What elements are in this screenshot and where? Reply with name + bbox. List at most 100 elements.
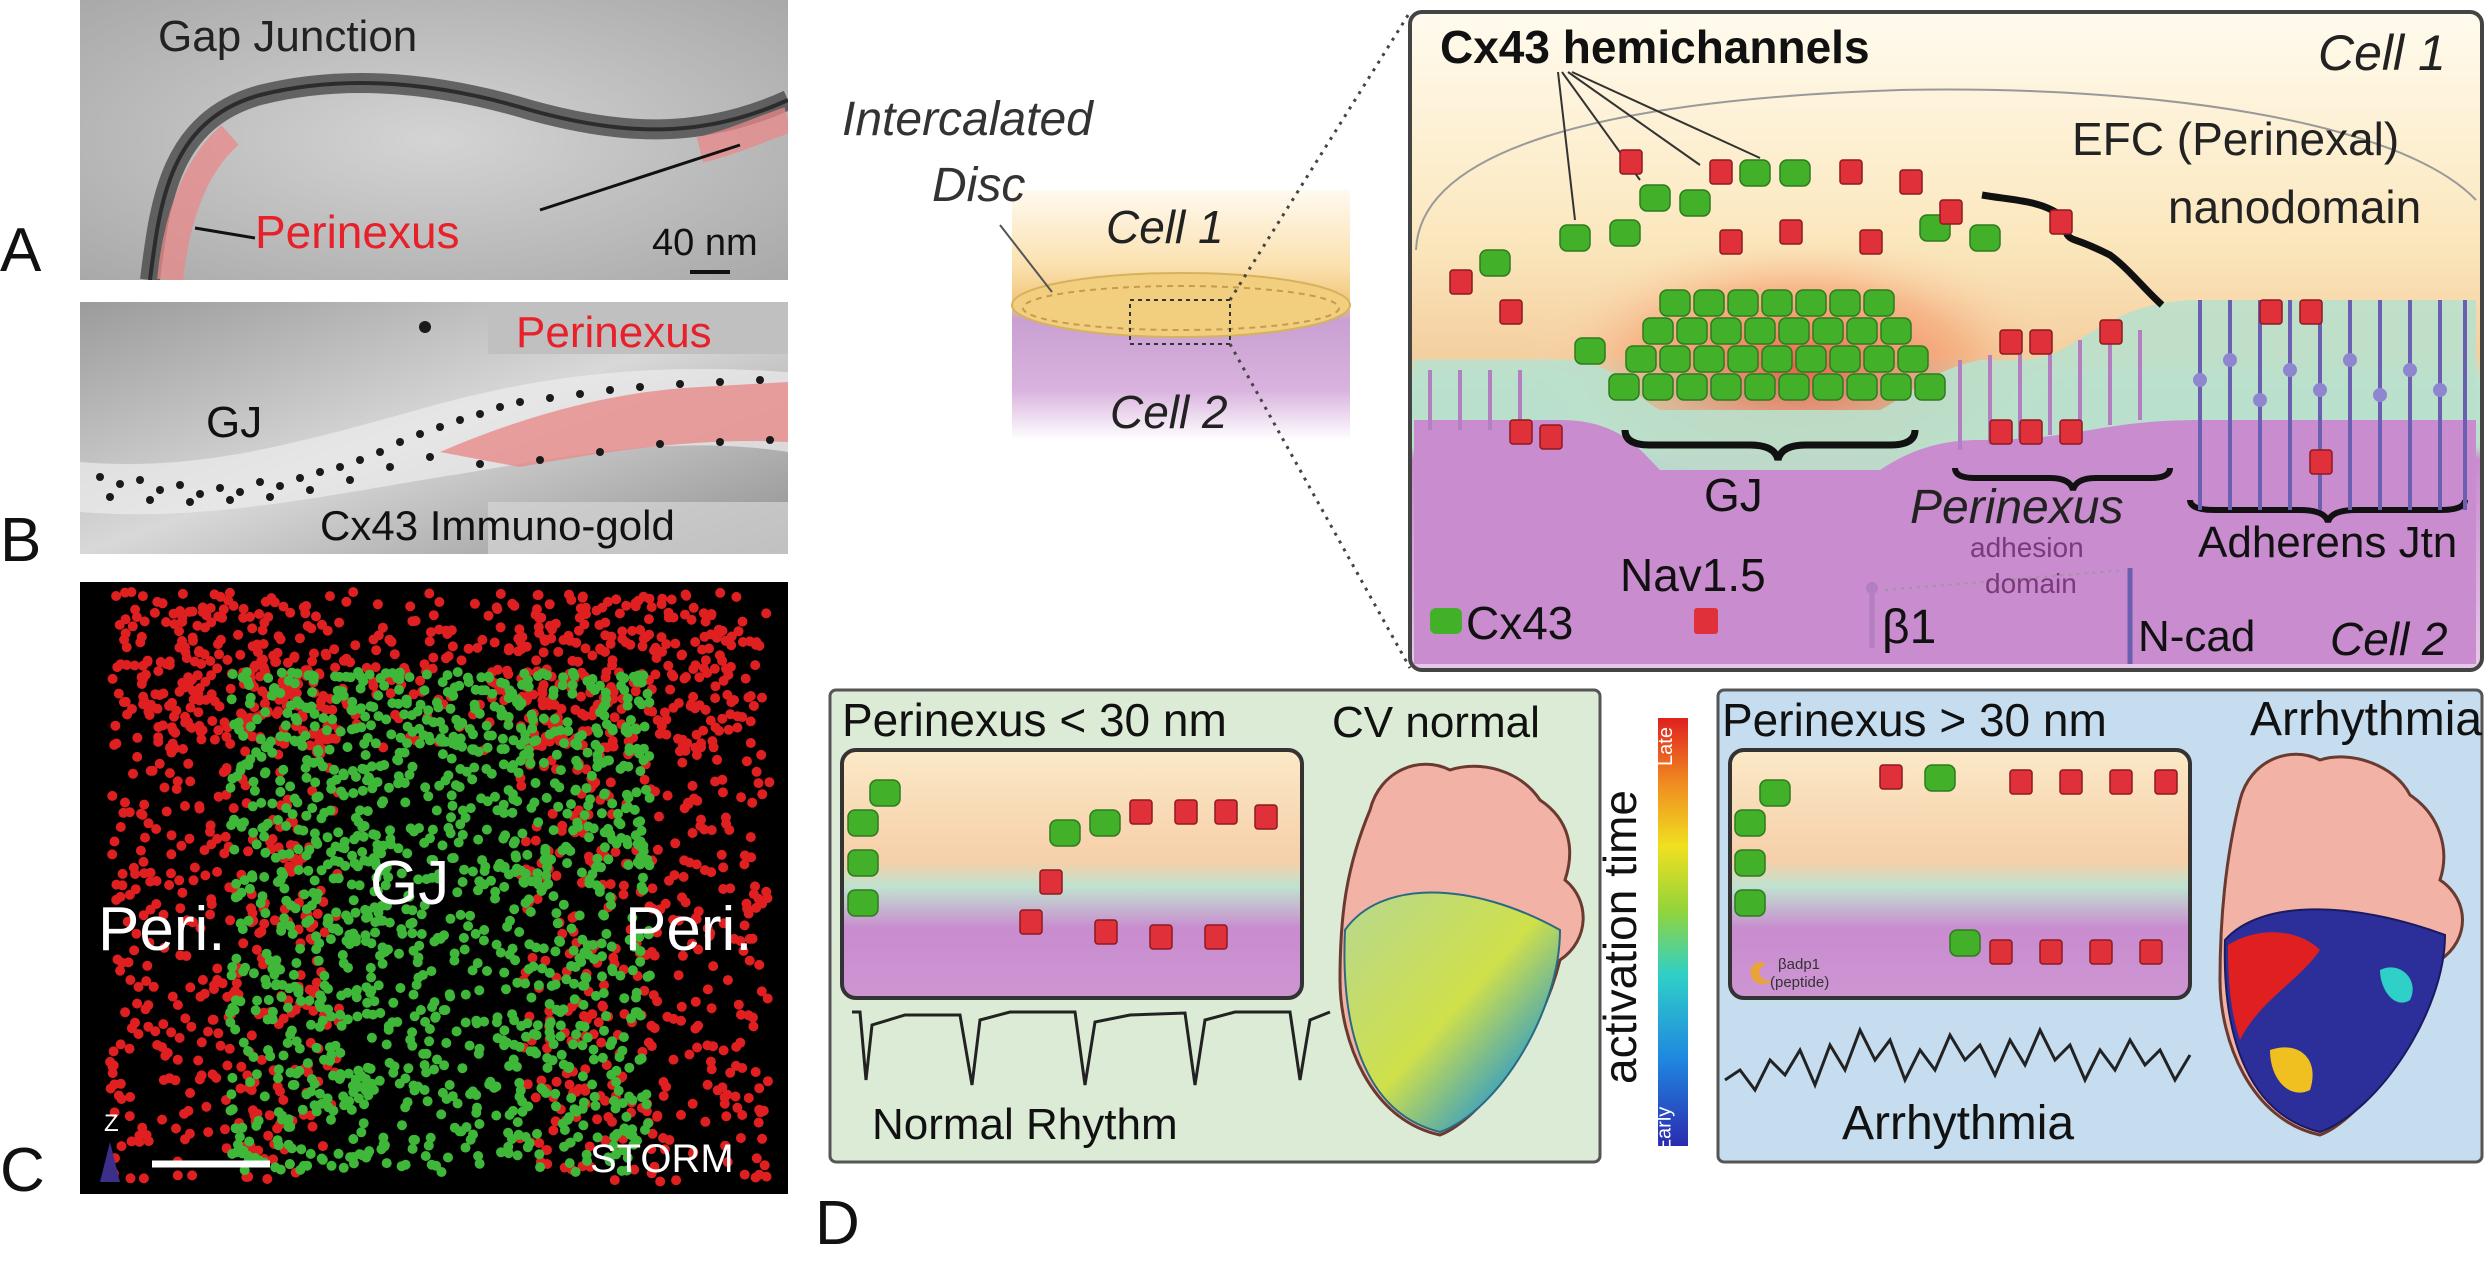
- nav-dot: [197, 725, 208, 736]
- cx43-dot: [627, 1130, 638, 1141]
- nav-dot: [193, 688, 204, 699]
- nav-dot: [126, 1023, 137, 1034]
- hemichannel-icon: [1734, 849, 1766, 877]
- nav-dot: [688, 1148, 698, 1159]
- nav-dot: [133, 981, 144, 992]
- cx43-dot: [225, 1105, 236, 1116]
- cx43-dot: [355, 805, 365, 816]
- cx43-dot: [335, 1047, 346, 1058]
- cx43-dot: [426, 1159, 437, 1170]
- cx43-dot: [562, 717, 573, 728]
- cx43-dot: [611, 1065, 622, 1076]
- nav-channel-icon: [1709, 159, 1733, 185]
- nav-dot: [739, 850, 750, 861]
- cx43-dot: [357, 822, 368, 833]
- cx43-dot: [472, 1102, 482, 1113]
- cx43-dot: [635, 766, 646, 777]
- gj-connexon-icon: [1795, 289, 1827, 317]
- nav-dot: [205, 656, 216, 666]
- arrhythmia-box: [1716, 688, 2484, 1164]
- cx43-dot: [409, 1011, 420, 1022]
- cx43-dot: [641, 1099, 652, 1110]
- nav-dot: [710, 693, 721, 704]
- nav-dot: [697, 644, 708, 655]
- cx43-dot: [448, 731, 459, 742]
- nav-dot: [285, 607, 296, 618]
- nav-dot: [311, 977, 322, 988]
- gj-connexon-icon: [1880, 373, 1912, 401]
- cx43-dot: [393, 771, 404, 782]
- cx43-dot: [606, 941, 617, 952]
- cx43-dot: [526, 709, 537, 720]
- nav-dot: [661, 729, 672, 740]
- cx43-dot: [599, 910, 610, 921]
- hemichannel-icon: [1559, 224, 1591, 252]
- nav-dot: [652, 1110, 663, 1121]
- cx43-dot: [489, 701, 500, 712]
- gj-label-zoom: GJ: [1704, 469, 1763, 521]
- nav-dot: [629, 1164, 640, 1175]
- cx43-dot: [256, 797, 267, 808]
- nav-dot: [164, 768, 175, 779]
- nav-dot: [132, 751, 143, 762]
- cx43-dot: [470, 928, 481, 939]
- cx43-dot: [470, 703, 480, 714]
- nav-dot: [705, 715, 716, 726]
- gj-connexon-icon: [1727, 289, 1759, 317]
- nav-dot: [132, 998, 143, 1009]
- cx43-dot: [644, 751, 655, 762]
- cx43-dot: [503, 720, 514, 730]
- nav-dot: [686, 614, 697, 625]
- nav-channel-icon: [1839, 159, 1863, 185]
- cx43-dot: [638, 670, 649, 681]
- cx43-dot: [237, 924, 248, 935]
- nav-dot: [679, 673, 690, 684]
- nav-dot: [534, 1138, 545, 1148]
- cx43-dot: [555, 1020, 566, 1031]
- cx43-dot: [242, 676, 253, 686]
- cx43-dot: [544, 1019, 555, 1030]
- nav-dot: [185, 702, 196, 713]
- nav-dot: [687, 1098, 698, 1109]
- cx43-dot: [319, 807, 330, 818]
- nav-dot: [489, 637, 500, 648]
- nav-dot: [546, 633, 557, 644]
- nav-channel-icon: [2109, 769, 2133, 795]
- gj-connexon-icon: [1778, 317, 1810, 345]
- nav-dot: [252, 639, 263, 650]
- panel-letter-c: C: [0, 1136, 45, 1205]
- nav-dot: [161, 806, 172, 817]
- cx43-dot: [482, 742, 493, 753]
- cx43-dot: [437, 736, 448, 747]
- cx43-dot: [365, 775, 376, 786]
- cx43-dot: [301, 904, 312, 915]
- cx43-dot: [625, 715, 636, 725]
- nav-dot: [732, 1102, 743, 1113]
- cx43-dot: [383, 1024, 394, 1035]
- cx43-dot: [550, 979, 561, 990]
- nav-dot: [161, 617, 172, 628]
- nav-dot: [131, 612, 142, 622]
- cx43-dot: [594, 883, 605, 894]
- cx43-dot: [516, 723, 527, 734]
- nav-dot: [662, 790, 673, 801]
- nav-dot: [225, 738, 236, 749]
- cx43-dot: [314, 1088, 325, 1099]
- cx43-dot: [421, 1067, 432, 1078]
- cx43-dot: [410, 1134, 420, 1145]
- cx43-dot: [636, 699, 647, 710]
- intercalated-label-2: Disc: [932, 159, 1026, 212]
- nav-dot: [329, 644, 340, 655]
- cx43-dot: [513, 767, 524, 778]
- nav-dot: [177, 887, 188, 898]
- nav-dot: [690, 1023, 701, 1034]
- cx43-dot: [407, 726, 418, 737]
- cx43-dot: [582, 1032, 593, 1043]
- cx43-dot: [393, 843, 404, 854]
- cx43-dot: [237, 1122, 248, 1133]
- gj-connexon-icon: [1897, 345, 1929, 373]
- cx43-dot: [283, 1139, 294, 1150]
- nav-dot: [175, 903, 186, 914]
- nav-dot: [115, 1078, 126, 1089]
- cx43-dot: [583, 821, 594, 832]
